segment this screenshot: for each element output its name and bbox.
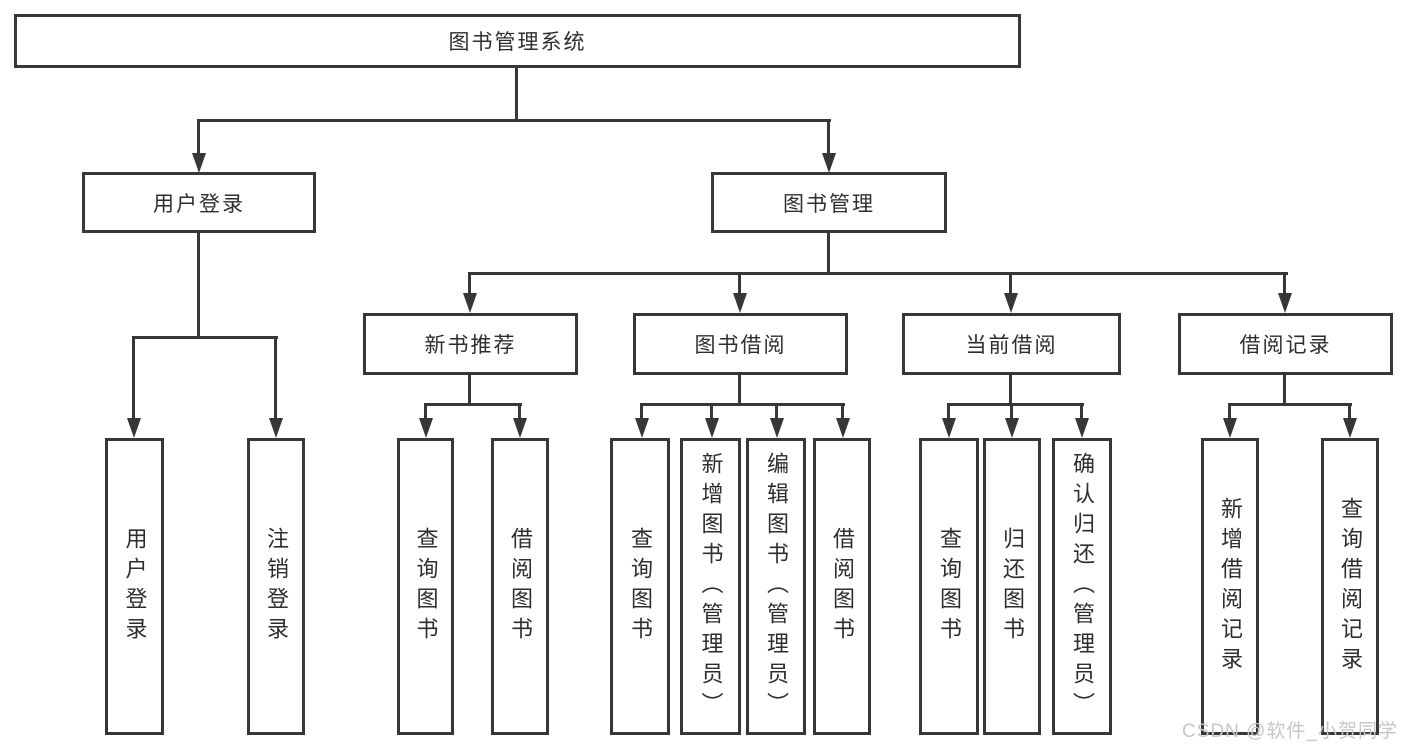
node-book-borrow: 图书借阅: [633, 313, 848, 375]
connector-line: [947, 403, 950, 420]
connector-line: [1228, 403, 1231, 420]
arrow-down-icon: [127, 418, 141, 438]
node-current-borrow-label: 当前借阅: [965, 334, 1058, 357]
connector-line: [518, 403, 521, 420]
connector-line: [640, 403, 643, 420]
arrow-down-icon: [269, 418, 283, 438]
arrow-down-icon: [513, 418, 527, 438]
node-root-label: 图书管理系统: [448, 31, 587, 54]
node-new-book-recommend-label: 新书推荐: [424, 334, 517, 357]
leaf-newrec-borrow-books-label: 借阅图书: [508, 526, 533, 647]
leaf-user-login: 用户登录: [105, 438, 164, 735]
leaf-newrec-borrow-books: 借阅图书: [491, 438, 549, 735]
arrow-down-icon: [463, 293, 477, 313]
connector-line: [775, 403, 778, 420]
leaf-current-confirm-return-admin: 确认归还（管理员）: [1052, 438, 1112, 735]
connector-line: [710, 403, 713, 420]
leaf-current-return-books: 归还图书: [983, 438, 1041, 735]
arrow-down-icon: [1223, 418, 1237, 438]
arrow-down-icon: [192, 153, 206, 173]
arrow-down-icon: [733, 293, 747, 313]
arrow-down-icon: [705, 418, 719, 438]
leaf-records-query-record: 查询借阅记录: [1321, 438, 1379, 735]
connector-line: [841, 403, 844, 420]
leaf-borrow-borrow-books-label: 借阅图书: [830, 526, 855, 647]
connector-line: [1283, 272, 1286, 295]
leaf-current-query-books: 查询图书: [919, 438, 979, 735]
arrow-down-icon: [1075, 418, 1089, 438]
connector-line: [197, 119, 200, 155]
leaf-borrow-add-book-admin: 新增图书（管理员）: [680, 438, 741, 735]
leaf-borrow-query-books: 查询图书: [610, 438, 670, 735]
node-root: 图书管理系统: [14, 14, 1021, 68]
arrow-down-icon: [822, 153, 836, 173]
connector-line: [468, 375, 471, 406]
node-new-book-recommend: 新书推荐: [363, 313, 578, 375]
connector-line: [132, 336, 278, 339]
arrow-down-icon: [1343, 418, 1357, 438]
leaf-borrow-borrow-books: 借阅图书: [813, 438, 871, 735]
connector-line: [468, 272, 1288, 275]
connector-line: [424, 403, 427, 420]
arrow-down-icon: [1004, 293, 1018, 313]
arrow-down-icon: [635, 418, 649, 438]
connector-line: [738, 272, 741, 295]
leaf-user-login-label: 用户登录: [122, 526, 148, 647]
connector-line: [827, 119, 830, 155]
leaf-borrow-query-books-label: 查询图书: [628, 526, 653, 647]
leaf-newrec-query-books: 查询图书: [397, 438, 454, 735]
connector-line: [1010, 403, 1013, 420]
leaf-records-add-record-label: 新增借阅记录: [1218, 496, 1243, 677]
connector-line: [1009, 272, 1012, 295]
connector-line: [274, 336, 277, 420]
arrow-down-icon: [419, 418, 433, 438]
leaf-logout-label: 注销登录: [264, 526, 289, 647]
leaf-records-query-record-label: 查询借阅记录: [1338, 496, 1363, 677]
connector-line: [515, 68, 518, 122]
connector-line: [738, 375, 741, 406]
connector-line: [827, 233, 830, 275]
watermark: CSDN @软件_小贺同学: [1182, 721, 1398, 742]
node-borrow-records: 借阅记录: [1178, 313, 1393, 375]
leaf-borrow-edit-book-admin-label: 编辑图书（管理员）: [764, 451, 789, 722]
leaf-current-return-books-label: 归还图书: [1000, 526, 1025, 647]
arrow-down-icon: [836, 418, 850, 438]
node-current-borrow: 当前借阅: [902, 313, 1121, 375]
node-user-login-label: 用户登录: [153, 192, 245, 216]
arrow-down-icon: [1278, 293, 1292, 313]
leaf-borrow-add-book-admin-label: 新增图书（管理员）: [698, 451, 724, 722]
connector-line: [424, 403, 522, 406]
node-user-login: 用户登录: [82, 172, 316, 233]
node-book-management: 图书管理: [711, 172, 947, 233]
connector-line: [1228, 403, 1352, 406]
arrow-down-icon: [942, 418, 956, 438]
connector-line: [197, 233, 200, 338]
connector-line: [468, 272, 471, 295]
connector-line: [132, 336, 135, 420]
arrow-down-icon: [770, 418, 784, 438]
connector-line: [197, 119, 831, 122]
leaf-newrec-query-books-label: 查询图书: [413, 526, 439, 647]
node-book-borrow-label: 图书借阅: [694, 334, 787, 357]
connector-line: [640, 403, 845, 406]
node-borrow-records-label: 借阅记录: [1239, 334, 1332, 357]
leaf-current-confirm-return-admin-label: 确认归还（管理员）: [1070, 451, 1095, 722]
leaf-current-query-books-label: 查询图书: [937, 526, 962, 647]
leaf-logout: 注销登录: [247, 438, 305, 735]
arrow-down-icon: [1005, 418, 1019, 438]
connector-line: [1009, 375, 1012, 406]
connector-line: [1283, 375, 1286, 406]
connector-line: [1080, 403, 1083, 420]
leaf-records-add-record: 新增借阅记录: [1201, 438, 1259, 735]
node-book-management-label: 图书管理: [783, 192, 875, 216]
leaf-borrow-edit-book-admin: 编辑图书（管理员）: [746, 438, 806, 735]
connector-line: [1348, 403, 1351, 420]
connector-line: [947, 403, 1084, 406]
